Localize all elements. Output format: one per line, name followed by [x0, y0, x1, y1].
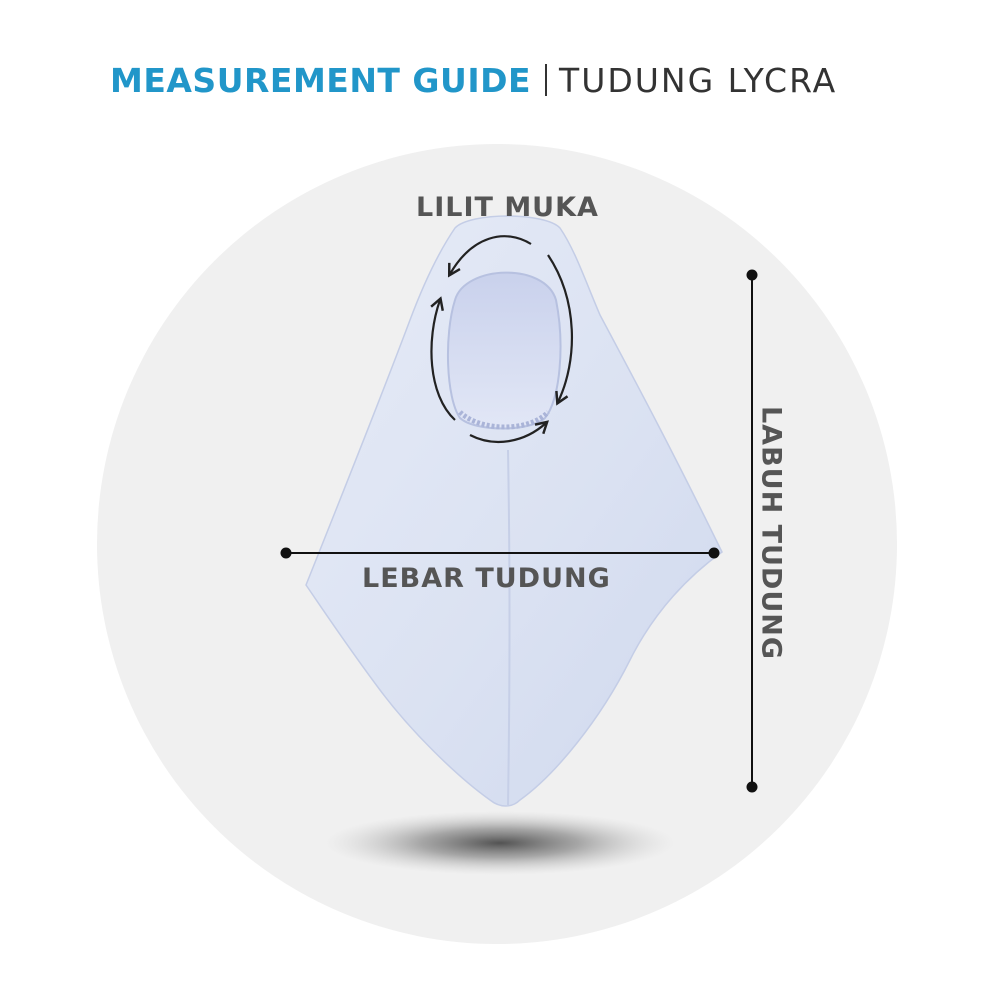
face-arrow-left-icon: [430, 296, 456, 421]
length-start-dot-icon: [746, 269, 758, 281]
title-separator: [545, 64, 548, 96]
hijab-face-opening: [446, 271, 562, 430]
face-arrow-bottom-icon: [469, 420, 549, 443]
page-title: MEASUREMENT GUIDE TUDUNG LYCRA: [110, 55, 837, 105]
label-lebar-tudung: LEBAR TUDUNG: [362, 563, 611, 594]
face-arrow-top-icon: [447, 235, 532, 278]
label-labuh-tudung: LABUH TUDUNG: [755, 405, 787, 661]
label-lilit-muka: LILIT MUKA: [416, 192, 599, 223]
floor-shadow: [325, 811, 675, 875]
title-product-name: TUDUNG LYCRA: [559, 60, 838, 100]
hijab-body: [305, 215, 723, 807]
length-end-dot-icon: [746, 781, 758, 793]
hijab-center-seam: [507, 449, 511, 806]
width-end-dot-icon: [708, 547, 720, 559]
face-arrow-right-icon: [547, 254, 574, 406]
width-start-dot-icon: [280, 547, 292, 559]
title-measurement-guide: MEASUREMENT GUIDE: [110, 60, 532, 100]
hijab-chin-elastic: [458, 410, 550, 430]
